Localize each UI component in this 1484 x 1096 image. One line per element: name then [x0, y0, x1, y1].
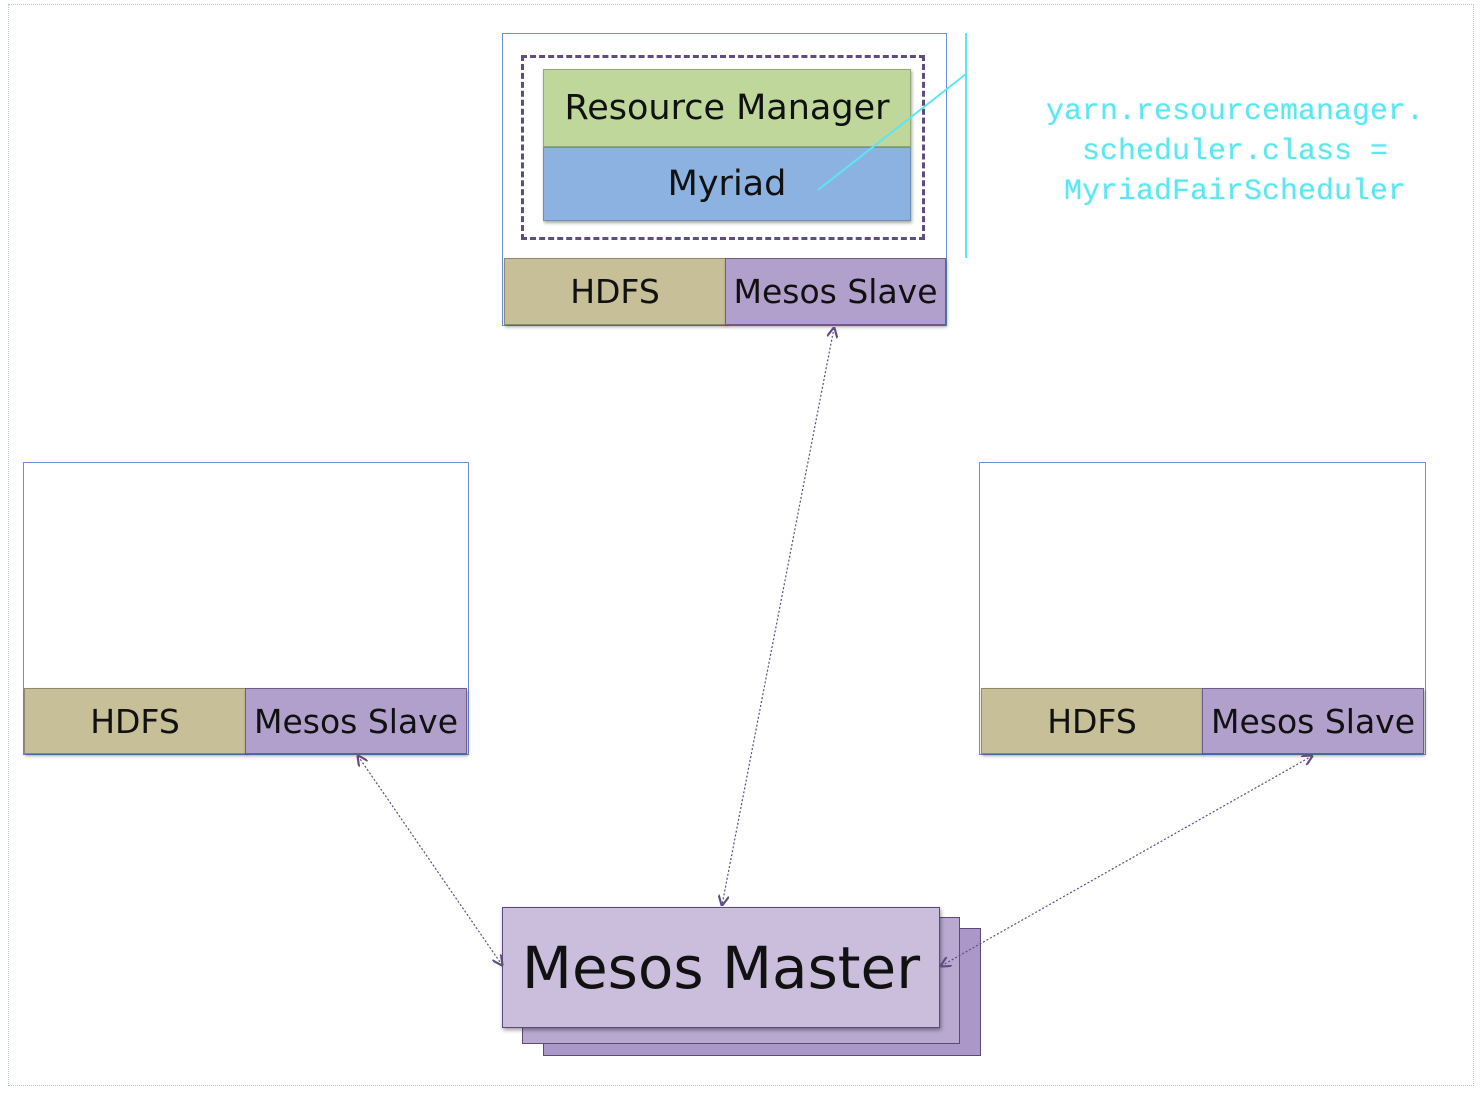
- scheduler-config-text: yarn.resourcemanager. scheduler.class = …: [1005, 92, 1465, 212]
- resource-manager-box: Resource Manager: [543, 69, 911, 147]
- right-hdfs-box: HDFS: [981, 688, 1203, 754]
- config-line-3: MyriadFairScheduler: [1063, 175, 1407, 209]
- top-hdfs-box: HDFS: [504, 258, 726, 325]
- left-slave-to-master-arrow: [358, 756, 502, 965]
- config-line-2: scheduler.class =: [1081, 135, 1389, 169]
- right-slave-to-master-arrow: [941, 756, 1312, 966]
- diagram-frame: [8, 4, 1474, 1086]
- config-callout-pointer: [817, 73, 967, 191]
- yarn-dashed-group: [521, 55, 925, 240]
- config-line-1: yarn.resourcemanager.: [1045, 95, 1425, 129]
- left-hdfs-box: HDFS: [24, 688, 246, 754]
- myriad-box: Myriad: [543, 147, 911, 221]
- top-slave-to-master-arrow: [722, 328, 834, 905]
- mesos-master-box: Mesos Master: [502, 907, 940, 1028]
- left-mesos-slave-box: Mesos Slave: [245, 688, 467, 754]
- top-mesos-slave-box: Mesos Slave: [725, 258, 946, 325]
- right-mesos-slave-box: Mesos Slave: [1202, 688, 1424, 754]
